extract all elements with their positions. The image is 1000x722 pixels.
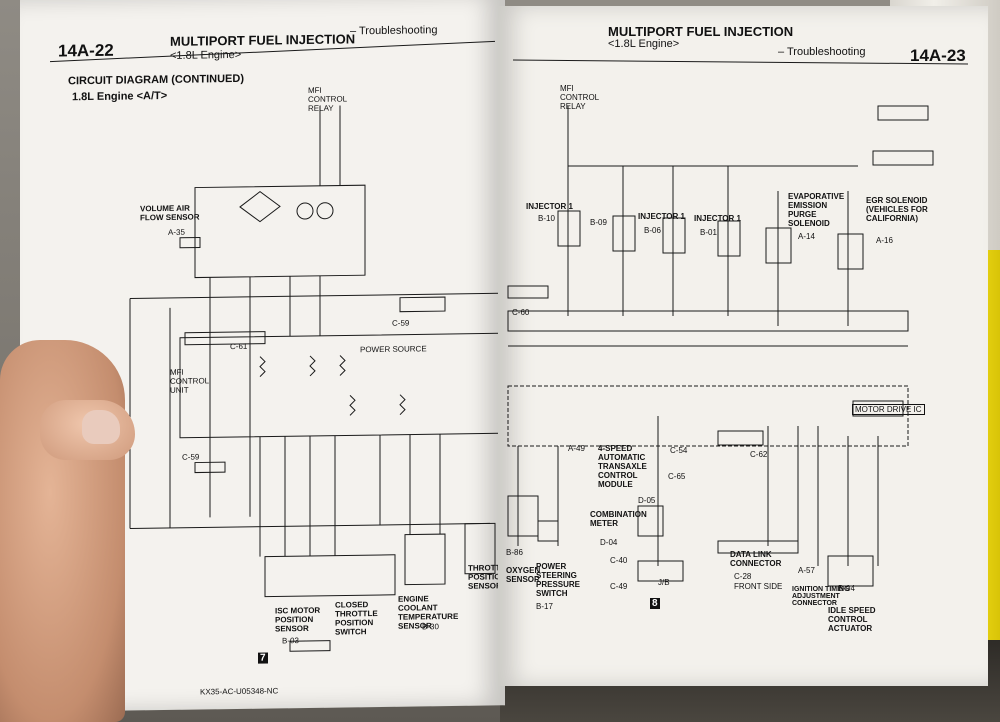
label-front-side: FRONT SIDE: [734, 582, 783, 591]
label-d05: D-05: [638, 496, 656, 505]
label-b04: B-04: [838, 584, 855, 593]
label-c28: C-28: [734, 572, 752, 581]
label-combination-meter: COMBINATION METER: [590, 510, 647, 528]
label-b01: B-01: [700, 228, 717, 237]
label-a49: A-49: [568, 444, 585, 453]
label-injector-2: INJECTOR 1: [638, 212, 685, 221]
label-d04: D-04: [600, 538, 618, 547]
label-a57: A-57: [798, 566, 815, 575]
thumbnail: [82, 410, 120, 444]
label-relay-right: MFI CONTROL RELAY: [560, 84, 599, 111]
label-b17: B-17: [536, 602, 553, 611]
right-page-section: – Troubleshooting: [778, 46, 866, 58]
label-b06: B-06: [644, 226, 661, 235]
label-data-link: DATA LINK CONNECTOR: [730, 550, 782, 568]
label-jb: J/B: [658, 578, 670, 587]
label-idle-speed-actuator: IDLE SPEED CONTROL ACTUATOR: [828, 606, 876, 633]
right-circuit-diagram: [507, 59, 969, 587]
label-injector-3: INJECTOR 1: [694, 214, 741, 223]
connector-8-badge: 8: [650, 598, 660, 609]
label-c60: C-60: [512, 308, 530, 317]
right-page: MULTIPORT FUEL INJECTION <1.8L Engine> –…: [498, 6, 988, 686]
label-c40: C-40: [610, 556, 628, 565]
label-oxygen-sensor: OXYGEN SENSOR: [506, 566, 541, 584]
label-trans-module: 4-SPEED AUTOMATIC TRANSAXLE CONTROL MODU…: [598, 444, 647, 489]
label-injector-1: INJECTOR 1: [526, 202, 573, 211]
label-egr-solenoid: EGR SOLENOID (VEHICLES FOR CALIFORNIA): [866, 196, 928, 223]
hand-holding-book: [0, 340, 125, 722]
label-motor-drive-ic: MOTOR DRIVE IC: [852, 404, 925, 415]
label-c65: C-65: [668, 472, 686, 481]
label-b86: B-86: [506, 548, 523, 557]
label-c54: C-54: [670, 446, 688, 455]
right-page-engine: <1.8L Engine>: [608, 38, 680, 50]
right-page-title: MULTIPORT FUEL INJECTION: [608, 24, 794, 39]
label-evap-purge: EVAPORATIVE EMISSION PURGE SOLENOID: [788, 192, 845, 228]
label-power-steering: POWER STEERING PRESSURE SWITCH: [536, 562, 581, 598]
left-circuit-diagram: [49, 40, 501, 652]
label-ignition-timing: IGNITION TIMING ADJUSTMENT CONNECTOR: [792, 586, 850, 607]
right-page-number: 14A-23: [910, 46, 966, 65]
label-b10: B-10: [538, 214, 555, 223]
label-b09: B-09: [590, 218, 607, 227]
label-c49: C-49: [610, 582, 628, 591]
label-a14: A-14: [798, 232, 815, 241]
label-a16: A-16: [876, 236, 893, 245]
left-page: 14A-22 MULTIPORT FUEL INJECTION <1.8L En…: [20, 0, 511, 713]
label-c62: C-62: [750, 450, 768, 459]
